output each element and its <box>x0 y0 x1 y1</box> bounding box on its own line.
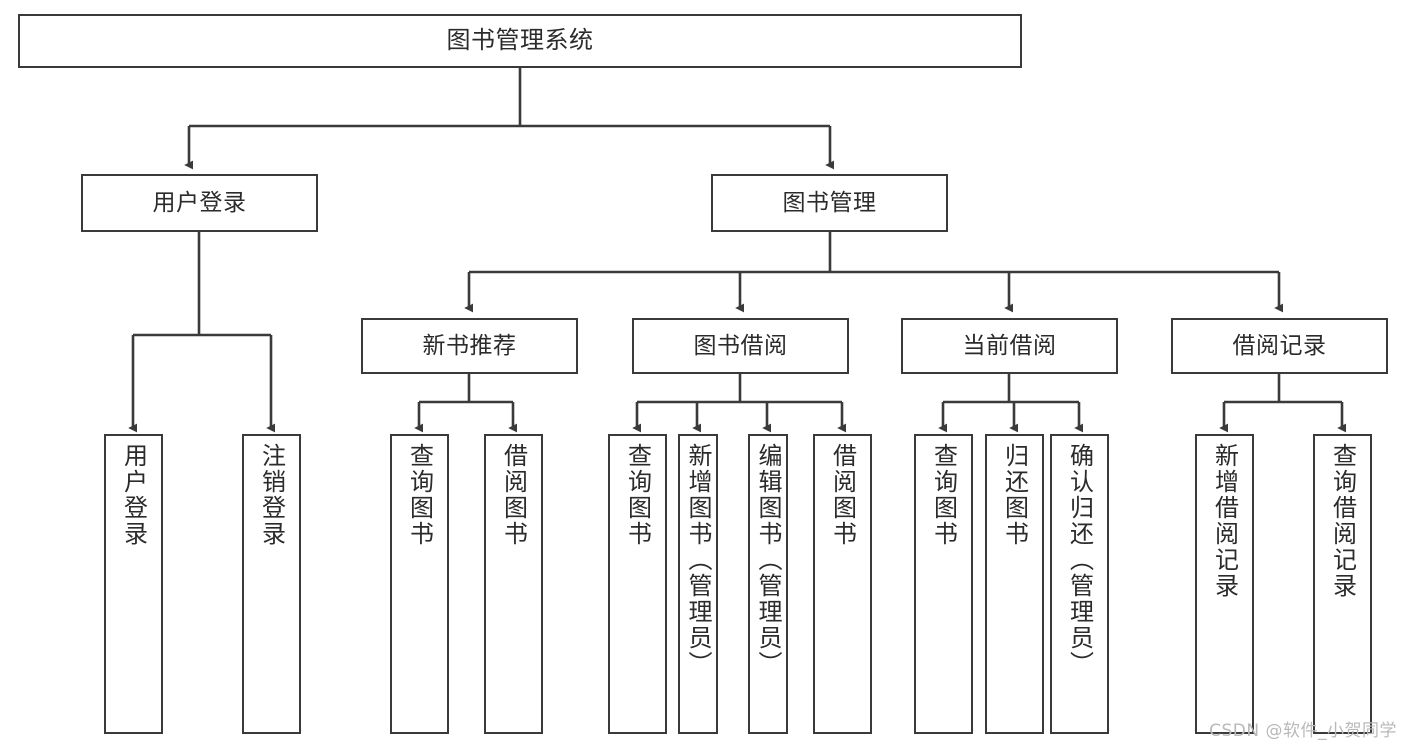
node-label: 借阅图书 <box>499 443 528 547</box>
leaf-return-book[interactable]: 归还图书 <box>985 434 1044 734</box>
node-label: 查询图书 <box>405 443 434 547</box>
node-book-manage[interactable]: 图书管理 <box>711 174 948 232</box>
leaf-borrow-book-2[interactable]: 借阅图书 <box>813 434 872 734</box>
node-label: 查询图书 <box>623 443 652 547</box>
node-label: 查询借阅记录 <box>1328 443 1357 599</box>
node-label: 查询图书 <box>929 443 958 547</box>
leaf-logout-login[interactable]: 注销登录 <box>242 434 301 734</box>
node-label: 新书推荐 <box>422 332 517 359</box>
node-label: 借阅记录 <box>1232 332 1327 359</box>
node-label: 新增借阅记录 <box>1210 443 1239 599</box>
node-label: 用户登录 <box>119 443 148 547</box>
leaf-query-borrow-record[interactable]: 查询借阅记录 <box>1313 434 1372 734</box>
node-label: 编辑图书（管理员） <box>754 443 782 677</box>
node-label: 图书管理 <box>782 189 877 216</box>
node-book-borrow[interactable]: 图书借阅 <box>632 318 849 374</box>
node-label: 确认归还（管理员） <box>1065 443 1094 677</box>
node-borrow-record[interactable]: 借阅记录 <box>1171 318 1388 374</box>
node-label: 注销登录 <box>257 443 286 547</box>
node-label: 当前借阅 <box>962 332 1057 359</box>
leaf-add-borrow-record[interactable]: 新增借阅记录 <box>1195 434 1254 734</box>
node-current-borrow[interactable]: 当前借阅 <box>901 318 1118 374</box>
leaf-query-book-1[interactable]: 查询图书 <box>390 434 449 734</box>
node-label: 图书管理系统 <box>446 26 594 55</box>
node-label: 用户登录 <box>152 189 247 216</box>
leaf-query-book-3[interactable]: 查询图书 <box>914 434 973 734</box>
leaf-query-book-2[interactable]: 查询图书 <box>608 434 667 734</box>
node-root-system[interactable]: 图书管理系统 <box>18 14 1022 68</box>
node-label: 图书借阅 <box>693 332 788 359</box>
node-new-book-recommend[interactable]: 新书推荐 <box>361 318 578 374</box>
leaf-borrow-book-1[interactable]: 借阅图书 <box>484 434 543 734</box>
leaf-add-book[interactable]: 新增图书（管理员） <box>678 434 718 734</box>
leaf-user-login[interactable]: 用户登录 <box>104 434 163 734</box>
node-user-login[interactable]: 用户登录 <box>81 174 318 232</box>
leaf-confirm-return[interactable]: 确认归还（管理员） <box>1050 434 1109 734</box>
node-label: 新增图书（管理员） <box>684 443 712 677</box>
node-label: 归还图书 <box>1000 443 1029 547</box>
leaf-edit-book[interactable]: 编辑图书（管理员） <box>748 434 788 734</box>
node-label: 借阅图书 <box>828 443 857 547</box>
csdn-watermark: CSDN @软件_小贺同学 <box>1209 721 1397 741</box>
